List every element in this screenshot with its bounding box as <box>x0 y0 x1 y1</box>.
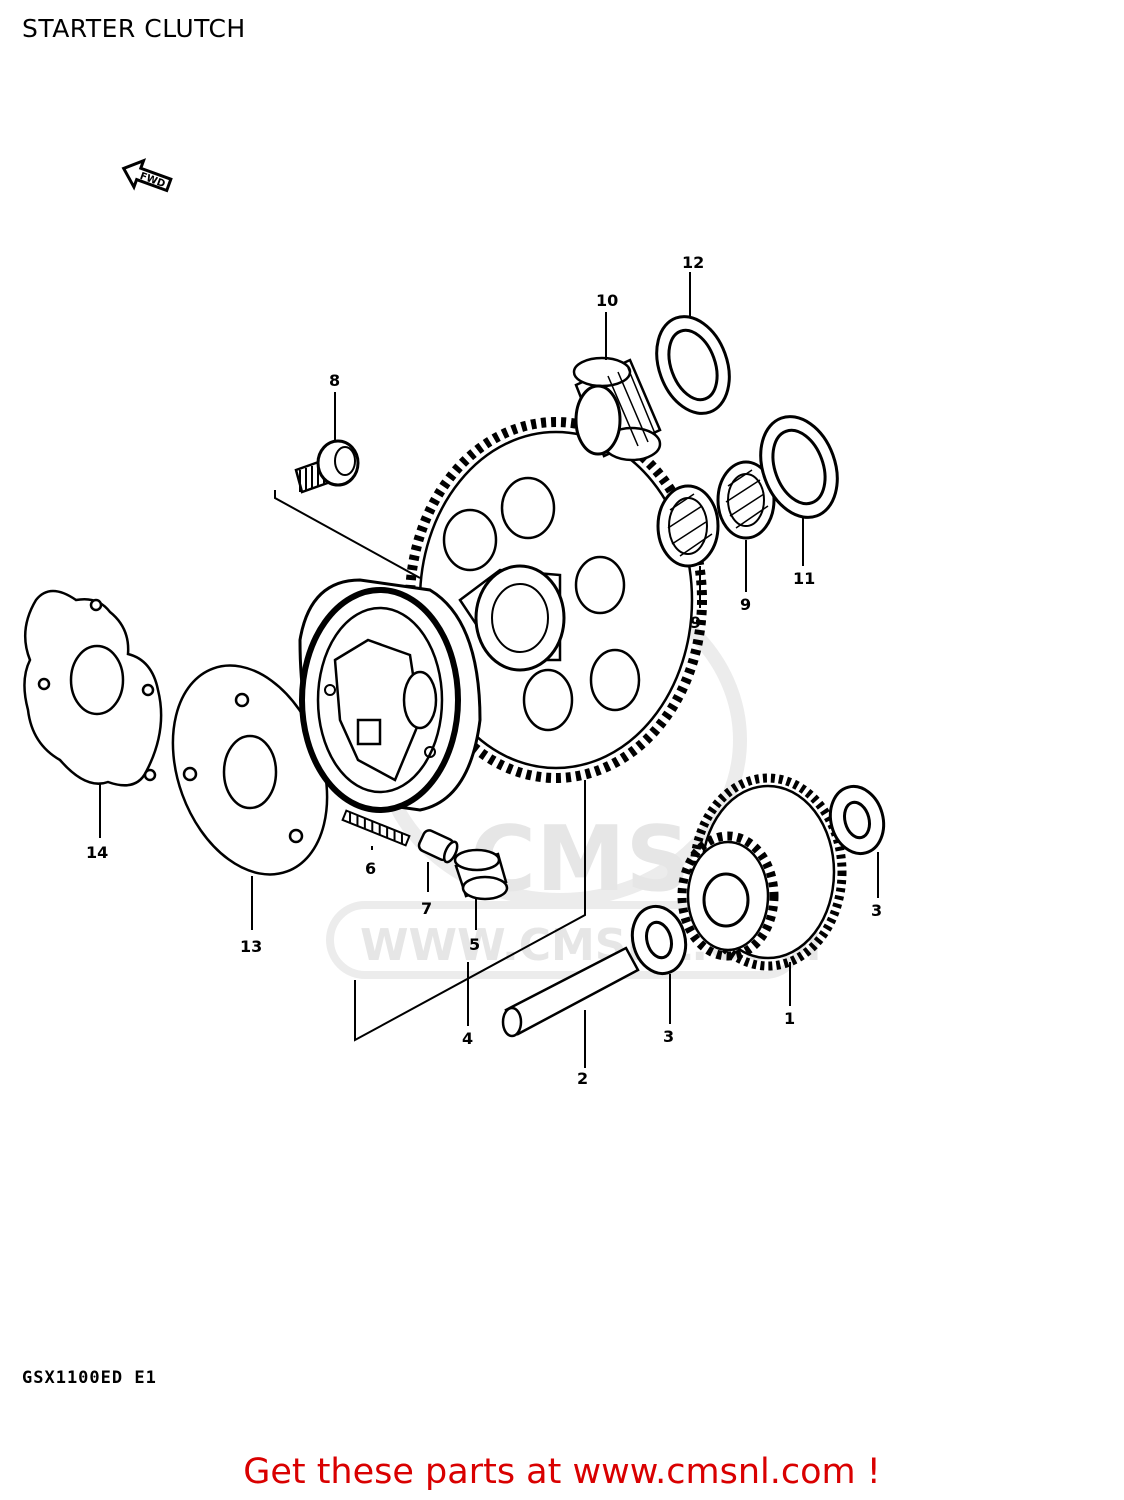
model-code: GSX1100ED E1 <box>22 1368 157 1388</box>
part-11-washer <box>759 415 839 519</box>
part-4-starter-gear <box>405 417 707 783</box>
callout-4: 4 <box>462 1029 473 1048</box>
part-2-shaft <box>501 946 640 1038</box>
callout-1: 1 <box>784 1009 795 1028</box>
callout-9: 9 <box>740 595 751 614</box>
callout-11: 11 <box>793 569 815 588</box>
fwd-arrow-icon: FWD <box>121 158 173 193</box>
part-9-bearings <box>656 460 776 568</box>
watermark-logo: CMS <box>470 807 690 912</box>
part-4-clutch-housing <box>298 578 482 813</box>
part-12-thrust-washer <box>655 315 731 415</box>
callout-3: 3 <box>663 1027 674 1046</box>
leader-lines <box>99 272 879 1068</box>
callout-2: 2 <box>577 1069 588 1088</box>
part-13-disc <box>171 664 329 876</box>
part-8-bolt <box>294 439 360 494</box>
callout-5: 5 <box>469 935 480 954</box>
part-3-washers <box>630 784 886 976</box>
callout-12: 12 <box>682 253 704 272</box>
callout-14: 14 <box>86 843 108 862</box>
fwd-label: FWD <box>138 171 166 190</box>
callout-13: 13 <box>240 937 262 956</box>
callout-9: 9 <box>690 613 701 632</box>
part-14-plate <box>23 589 163 787</box>
part-7-plunger <box>417 829 459 864</box>
callout-7: 7 <box>421 899 432 918</box>
page-title: STARTER CLUTCH <box>22 14 246 43</box>
part-6-spring <box>341 809 411 847</box>
part-5-roller <box>453 848 509 901</box>
callout-8: 8 <box>329 371 340 390</box>
callout-3: 3 <box>871 901 882 920</box>
callout-6: 6 <box>365 859 376 878</box>
callout-10: 10 <box>596 291 618 310</box>
cta-link[interactable]: Get these parts at www.cmsnl.com ! <box>243 1452 881 1492</box>
part-10-needle-bearing <box>572 356 662 462</box>
part-1-idle-gear <box>677 773 847 971</box>
